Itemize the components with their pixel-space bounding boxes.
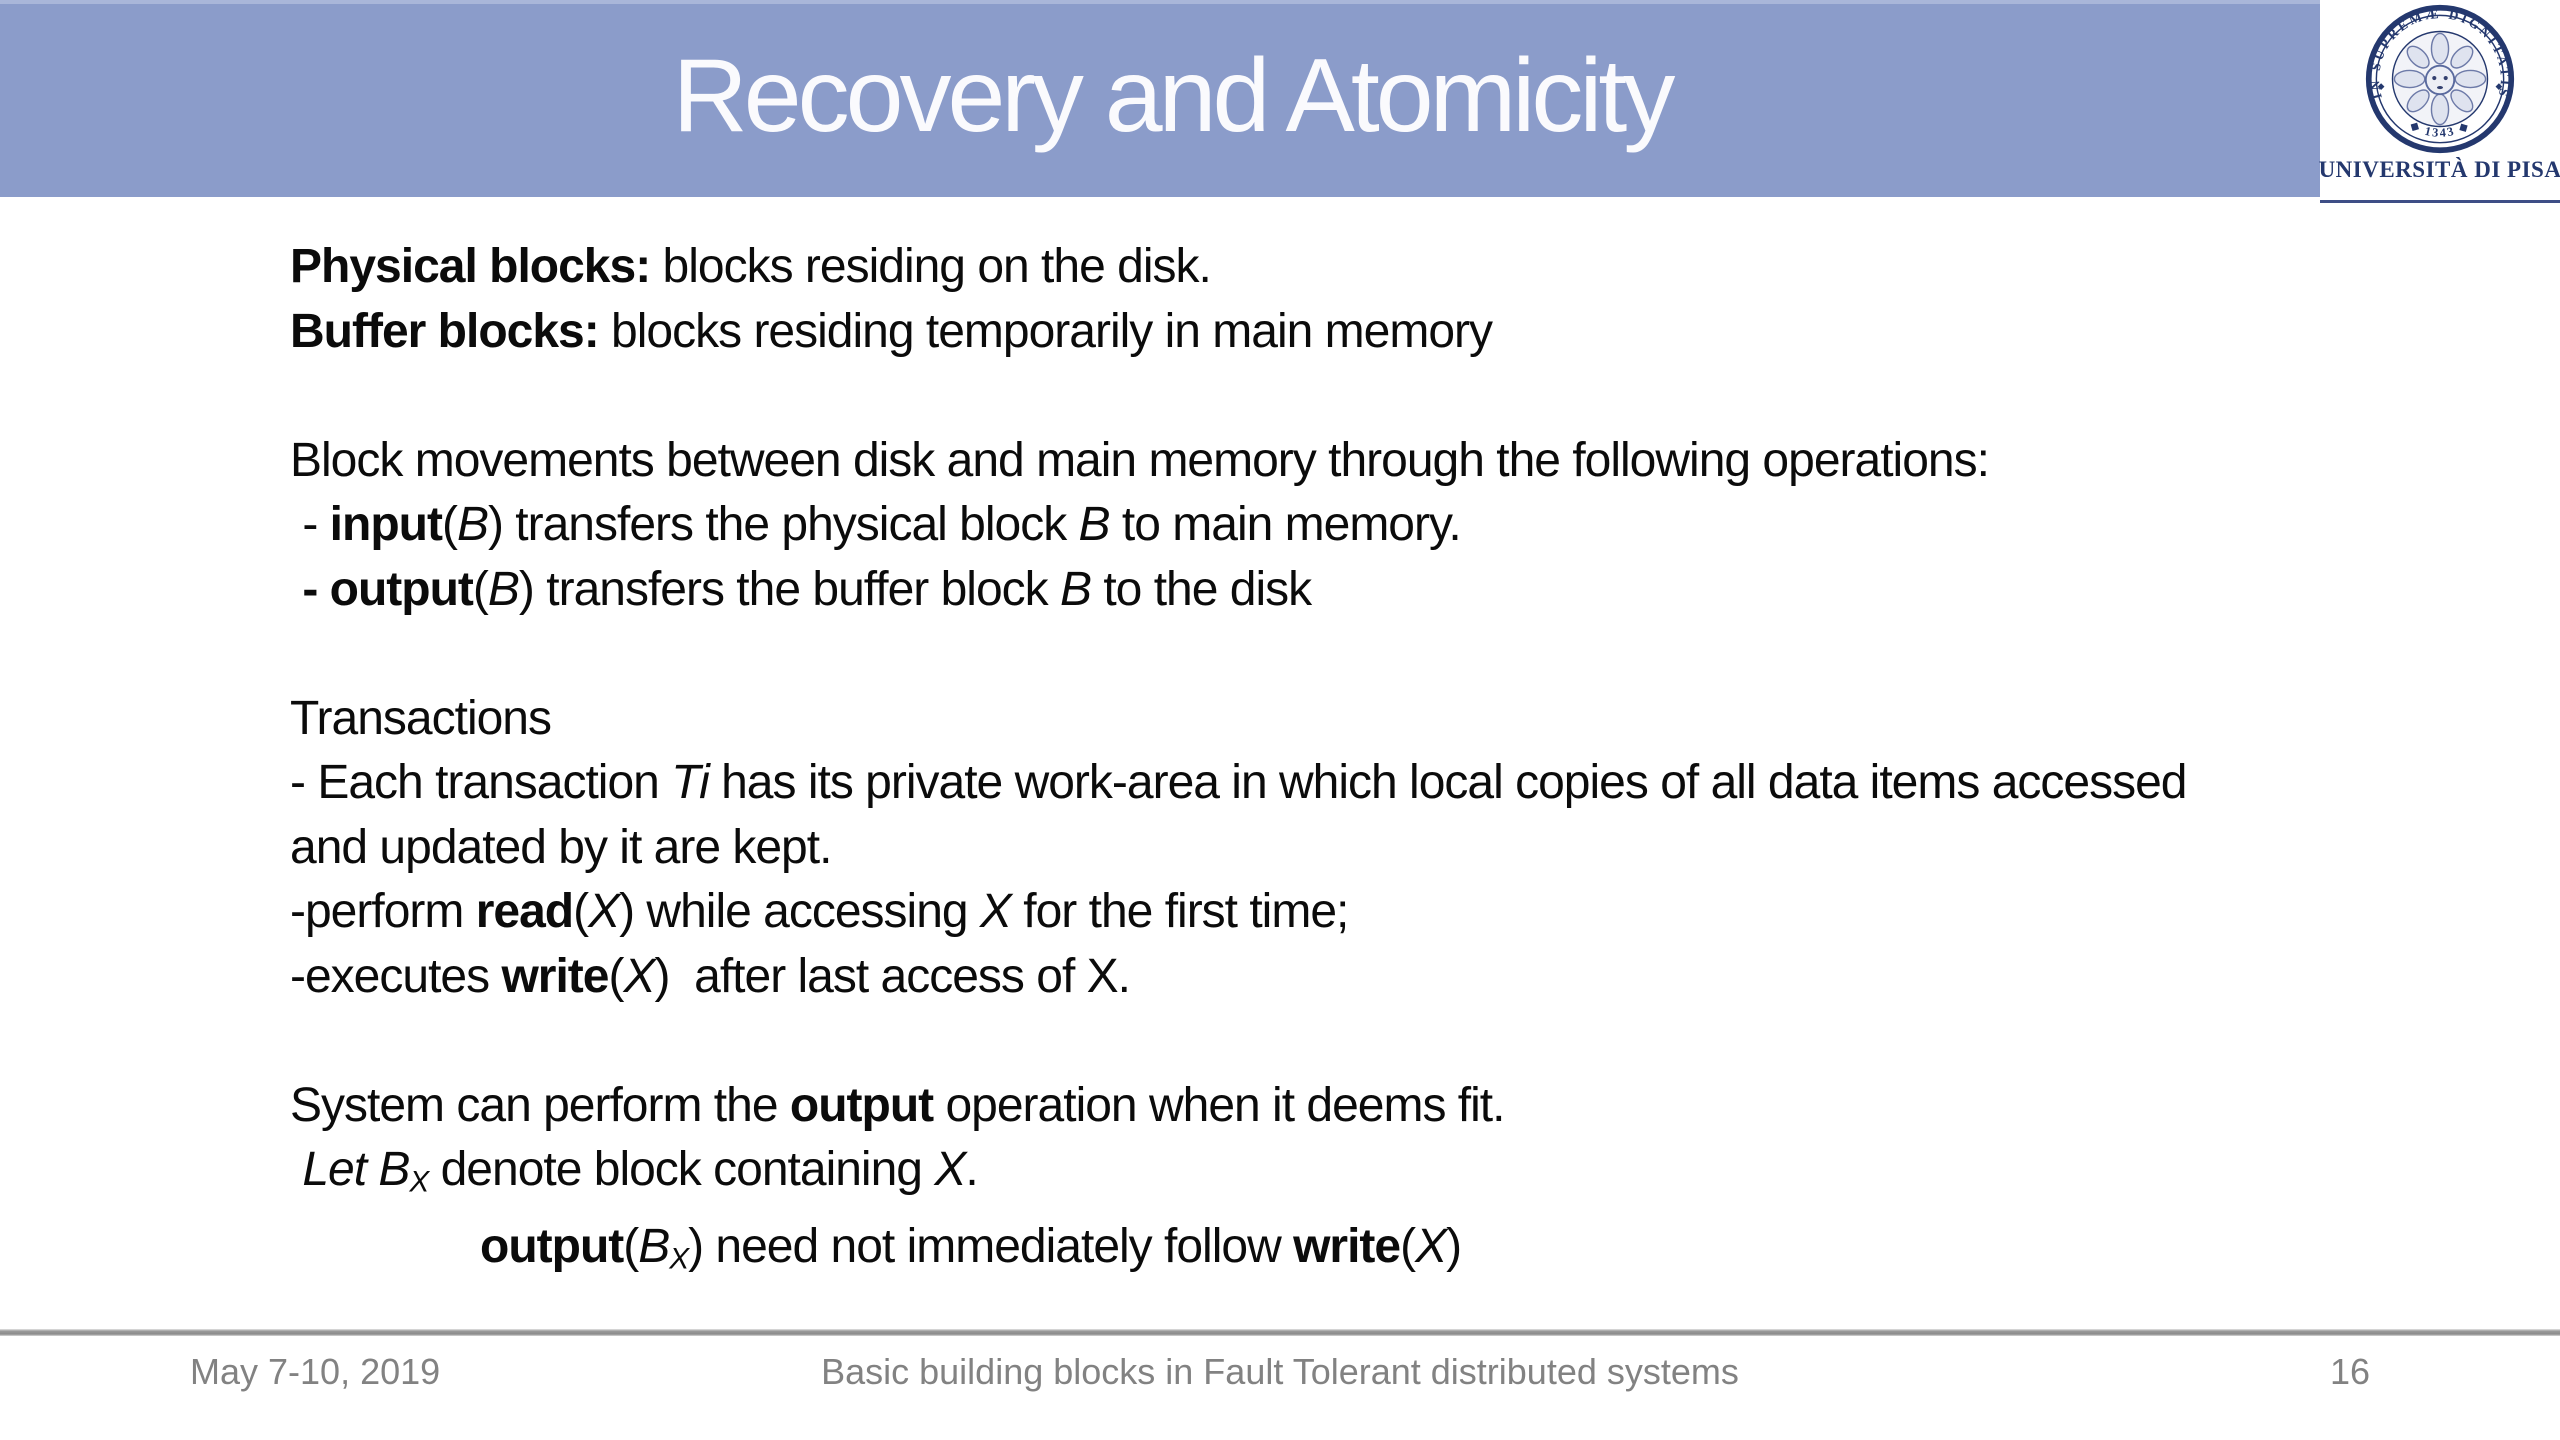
body-text-segment: for the first time; [1010,885,1349,938]
body-text-segment: blocks residing temporarily in main memo… [598,304,1493,358]
university-logo-caption: UNIVERSITÀ DI PISA [2318,157,2560,182]
svg-text:◆ 1343 ◆: ◆ 1343 ◆ [2408,118,2473,140]
body-text-segment: ) transfers the buffer block [518,562,1060,616]
seal-cherub-face [2424,64,2456,96]
body-text-segment: Let B [302,1143,410,1196]
body-text: Physical blocks: blocks residing on the … [290,235,2480,1292]
footer-date: May 7-10, 2019 [190,1351,441,1392]
body-text-segment: B [1059,562,1092,616]
body-text-segment: output [480,1220,624,1274]
body-text-segment: operation when it deems fit. [933,1078,1505,1132]
body-line: Physical blocks: blocks residing on the … [290,235,2480,300]
body-text-segment: to main memory. [1109,498,1462,551]
body-text-segment: ( [1400,1220,1416,1274]
body-text-segment: ( [441,498,458,551]
body-text-segment: input [329,498,443,551]
body-text-segment: to the disk [1090,562,1312,616]
body-text-segment: Block movements between disk and main me… [290,433,1990,487]
body-text-segment: ( [608,949,624,1003]
body-line: Transactions [290,687,2480,752]
body-line [290,1009,2480,1074]
seal-year-text: ◆ 1343 ◆ [2408,118,2471,140]
body-text-segment: output [789,1078,934,1132]
body-text-segment: B [1078,498,1111,551]
body-text-segment: B [638,1220,670,1274]
body-text-segment: - [290,498,330,551]
body-text-segment: ) transfers the physical block [487,498,1079,551]
body-line: output(BX) need not immediately follow w… [290,1215,2480,1292]
body-text-segment: Physical blocks: [290,240,651,293]
body-line: System can perform the output operation … [290,1074,2480,1139]
body-text-segment: X [623,949,655,1003]
body-text-segment: ( [573,885,589,938]
body-line [290,622,2480,687]
body-text-segment: ) after last access of X. [654,949,1131,1003]
body-text-segment: X [588,885,620,938]
body-text-segment: read [475,885,574,938]
body-text-segment: write [1293,1220,1401,1274]
body-line: -executes write(X) after last access of … [290,945,2480,1010]
body-text-segment [290,1143,302,1196]
body-text-segment: X [409,1165,429,1199]
body-line: and updated by it are kept. [290,816,2480,881]
body-text-segment: has its private work-area in which local… [708,756,2187,809]
body-text-segment: blocks residing on the disk. [650,240,1212,293]
body-text-segment [290,563,302,616]
body-text-segment: System can perform the [290,1078,790,1132]
body-line: - Each transaction Ti has its private wo… [290,751,2480,816]
body-text-segment: Transactions [290,691,552,745]
body-line: - output(B) transfers the buffer block B… [290,558,2480,623]
body-text-segment: - Each transaction [290,756,672,809]
body-text-segment: - output [302,562,474,616]
slide-title: Recovery and Atomicity [672,38,1676,154]
body-text-segment: Ti [671,756,710,809]
body-text-segment: X [669,1242,689,1276]
body-line: - input(B) transfers the physical block … [290,493,2480,558]
slide-header: Recovery and Atomicity [0,0,2560,197]
body-text-segment: ) while accessing [619,885,980,938]
footer-presentation-title: Basic building blocks in Fault Tolerant … [821,1351,1739,1392]
university-of-pisa-seal-icon: IN SUPREMÆ DIGNITATIS ◆ 1343 ◆ [2365,4,2515,154]
body-text-segment: X [934,1143,966,1196]
body-text-segment: Buffer blocks: [290,304,600,358]
body-text-segment: ) need not immediately follow [688,1220,1294,1274]
body-text-segment: -executes [290,949,502,1003]
seal-ornament [2393,32,2487,126]
body-line [290,364,2480,429]
footer-divider [0,1329,2560,1336]
body-text-segment: denote block containing [428,1143,935,1196]
body-text-segment: X [1415,1220,1447,1274]
body-text-segment: B [487,562,520,616]
university-logo: IN SUPREMÆ DIGNITATIS ◆ 1343 ◆ UNIVERSIT… [2318,0,2560,203]
footer-page-number: 16 [2329,1351,2370,1392]
body-text-segment: ( [623,1220,639,1274]
body-text-segment: ( [472,562,489,616]
body-line: Block movements between disk and main me… [290,429,2480,494]
body-line: Buffer blocks: blocks residing temporari… [290,300,2480,365]
body-line: Let BX denote block containing X. [290,1138,2480,1215]
body-text-segment: ) [1446,1220,1462,1274]
body-text-segment: B [456,498,489,551]
body-text-segment: -perform [290,885,476,938]
body-line: -perform read(X) while accessing X for t… [290,880,2480,945]
body-text-segment: and updated by it are kept. [290,820,832,874]
body-text-segment: . [965,1143,978,1196]
body-text-segment: write [501,949,609,1003]
slide-footer: May 7-10, 2019 Basic building blocks in … [190,1352,2370,1392]
body-text-segment: X [979,885,1012,938]
